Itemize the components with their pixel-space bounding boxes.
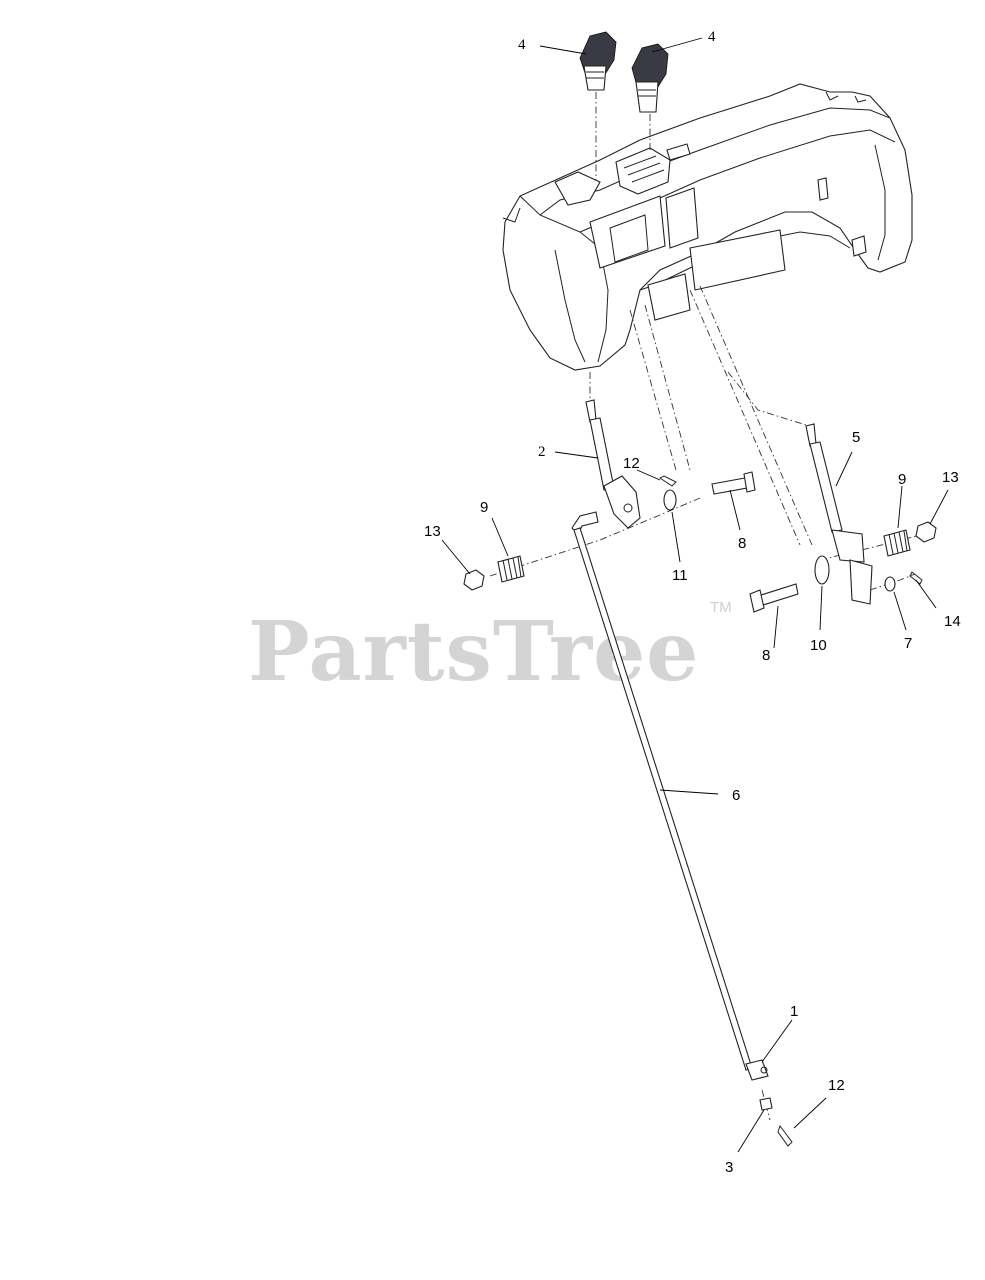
watermark-tm: TM — [710, 599, 732, 616]
callout-7: 7 — [904, 635, 912, 652]
callout-11: 11 — [672, 567, 688, 584]
callout-4a: 4 — [518, 37, 526, 53]
callout-12a: 12 — [623, 455, 640, 472]
right-control-lever — [805, 423, 873, 605]
leader-lines — [441, 37, 949, 1153]
control-rod — [571, 511, 753, 1071]
clip — [759, 1097, 773, 1111]
callout-2: 2 — [538, 444, 546, 460]
callout-9b: 9 — [898, 471, 906, 488]
callout-13a: 13 — [424, 523, 441, 540]
callout-12b: 12 — [828, 1077, 845, 1094]
right-control-knob — [631, 43, 669, 113]
callout-9a: 9 — [480, 499, 488, 516]
callout-14: 14 — [944, 613, 961, 630]
washer-small — [663, 489, 677, 511]
callout-6: 6 — [732, 787, 740, 804]
bushing — [884, 576, 896, 592]
callout-8a: 8 — [738, 535, 746, 552]
nut-right — [915, 521, 937, 543]
washer-large — [814, 555, 830, 585]
spring-right — [883, 529, 911, 557]
hairpin-cotter-upper — [659, 475, 677, 487]
nut-left — [463, 569, 485, 591]
left-control-knob — [579, 31, 617, 91]
callout-1: 1 — [790, 1003, 798, 1020]
rod-fitting — [745, 1059, 769, 1081]
callout-4b: 4 — [708, 29, 716, 45]
callout-10: 10 — [810, 637, 827, 654]
console-housing — [502, 83, 913, 371]
callout-8b: 8 — [762, 647, 770, 664]
spring-left — [497, 555, 525, 583]
watermark-text: PartsTree — [248, 604, 699, 700]
bolt-upper — [711, 471, 756, 495]
left-control-lever — [585, 399, 641, 529]
callout-3: 3 — [725, 1159, 733, 1176]
callout-5: 5 — [852, 429, 860, 446]
assembly-lines — [489, 92, 921, 1121]
bolt-lower — [749, 583, 799, 613]
hairpin-cotter-lower — [777, 1124, 793, 1147]
callout-13b: 13 — [942, 469, 959, 486]
cotter-pin — [909, 571, 923, 585]
